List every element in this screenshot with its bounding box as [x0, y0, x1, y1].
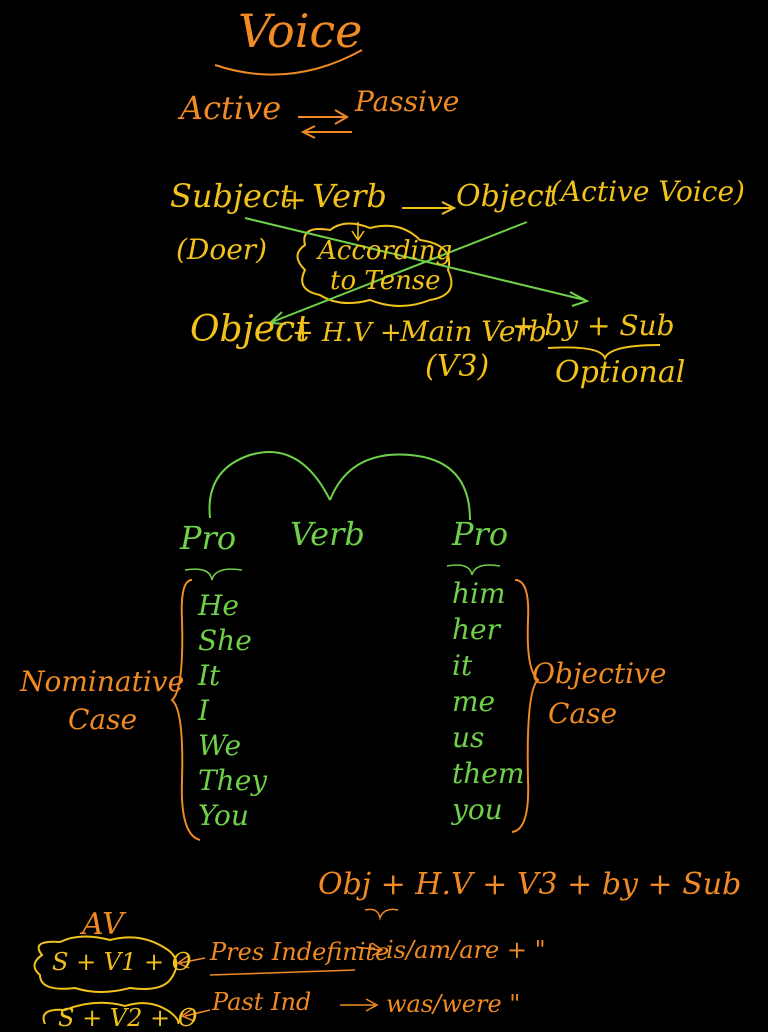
objective-label-line2: Case [548, 697, 618, 730]
list-item: He [198, 589, 239, 622]
list-item: them [452, 757, 525, 790]
left-pro-header: Pro [180, 519, 237, 557]
list-item: They [198, 764, 268, 797]
right-pro-header: Pro [452, 515, 509, 553]
according-line1: According [318, 236, 453, 266]
tense-formula-1: S + V1 + O [52, 948, 192, 976]
list-item: me [452, 685, 496, 718]
bottom-formula: Obj + H.V + V3 + by + Sub [318, 867, 742, 902]
nominative-label-line1: Nominative [20, 665, 185, 698]
optional-label: Optional [555, 355, 686, 390]
list-item: you [452, 793, 503, 826]
passive-hv: + H.V + [292, 318, 402, 348]
list-item: We [198, 729, 242, 762]
list-item: I [198, 694, 210, 727]
av-label: AV [82, 907, 124, 942]
formula-verb: Verb [312, 177, 387, 215]
list-item: She [198, 624, 252, 657]
tense-aux-1: is/am/are + " [386, 936, 546, 964]
nominative-label-line2: Case [68, 703, 138, 736]
list-item: him [452, 577, 506, 610]
page-title: Voice [238, 4, 363, 58]
tense-formula-2: S + V2 + O [58, 1004, 198, 1032]
list-item: It [198, 659, 221, 692]
passive-label: Passive [355, 85, 460, 118]
passive-object: Object [190, 309, 310, 350]
list-item: You [198, 799, 249, 832]
verb-header: Verb [290, 515, 365, 553]
passive-main-verb: Main Verb [400, 315, 547, 348]
objective-list: him her it me us them you [452, 576, 524, 828]
objective-label-line1: Objective [532, 657, 667, 690]
formula-object: Object [456, 179, 556, 214]
active-voice-label: (Active Voice) [550, 175, 745, 208]
nominative-list: He She It I We They You [198, 588, 267, 833]
formula-subject: Subject [170, 177, 293, 215]
tense-name-2: Past Ind [212, 988, 312, 1016]
tense-name-1: Pres Indefinite [210, 938, 390, 966]
list-item: it [452, 649, 473, 682]
tense-aux-2: was/were " [386, 990, 521, 1018]
according-line2: to Tense [330, 266, 441, 296]
passive-v3: (V3) [425, 349, 490, 384]
list-item: us [452, 721, 485, 754]
list-item: her [452, 613, 500, 646]
doer-label: (Doer) [176, 233, 268, 266]
formula-plus: + [283, 183, 307, 216]
active-label: Active [180, 89, 282, 127]
passive-by-sub: + by + Sub [512, 309, 675, 342]
